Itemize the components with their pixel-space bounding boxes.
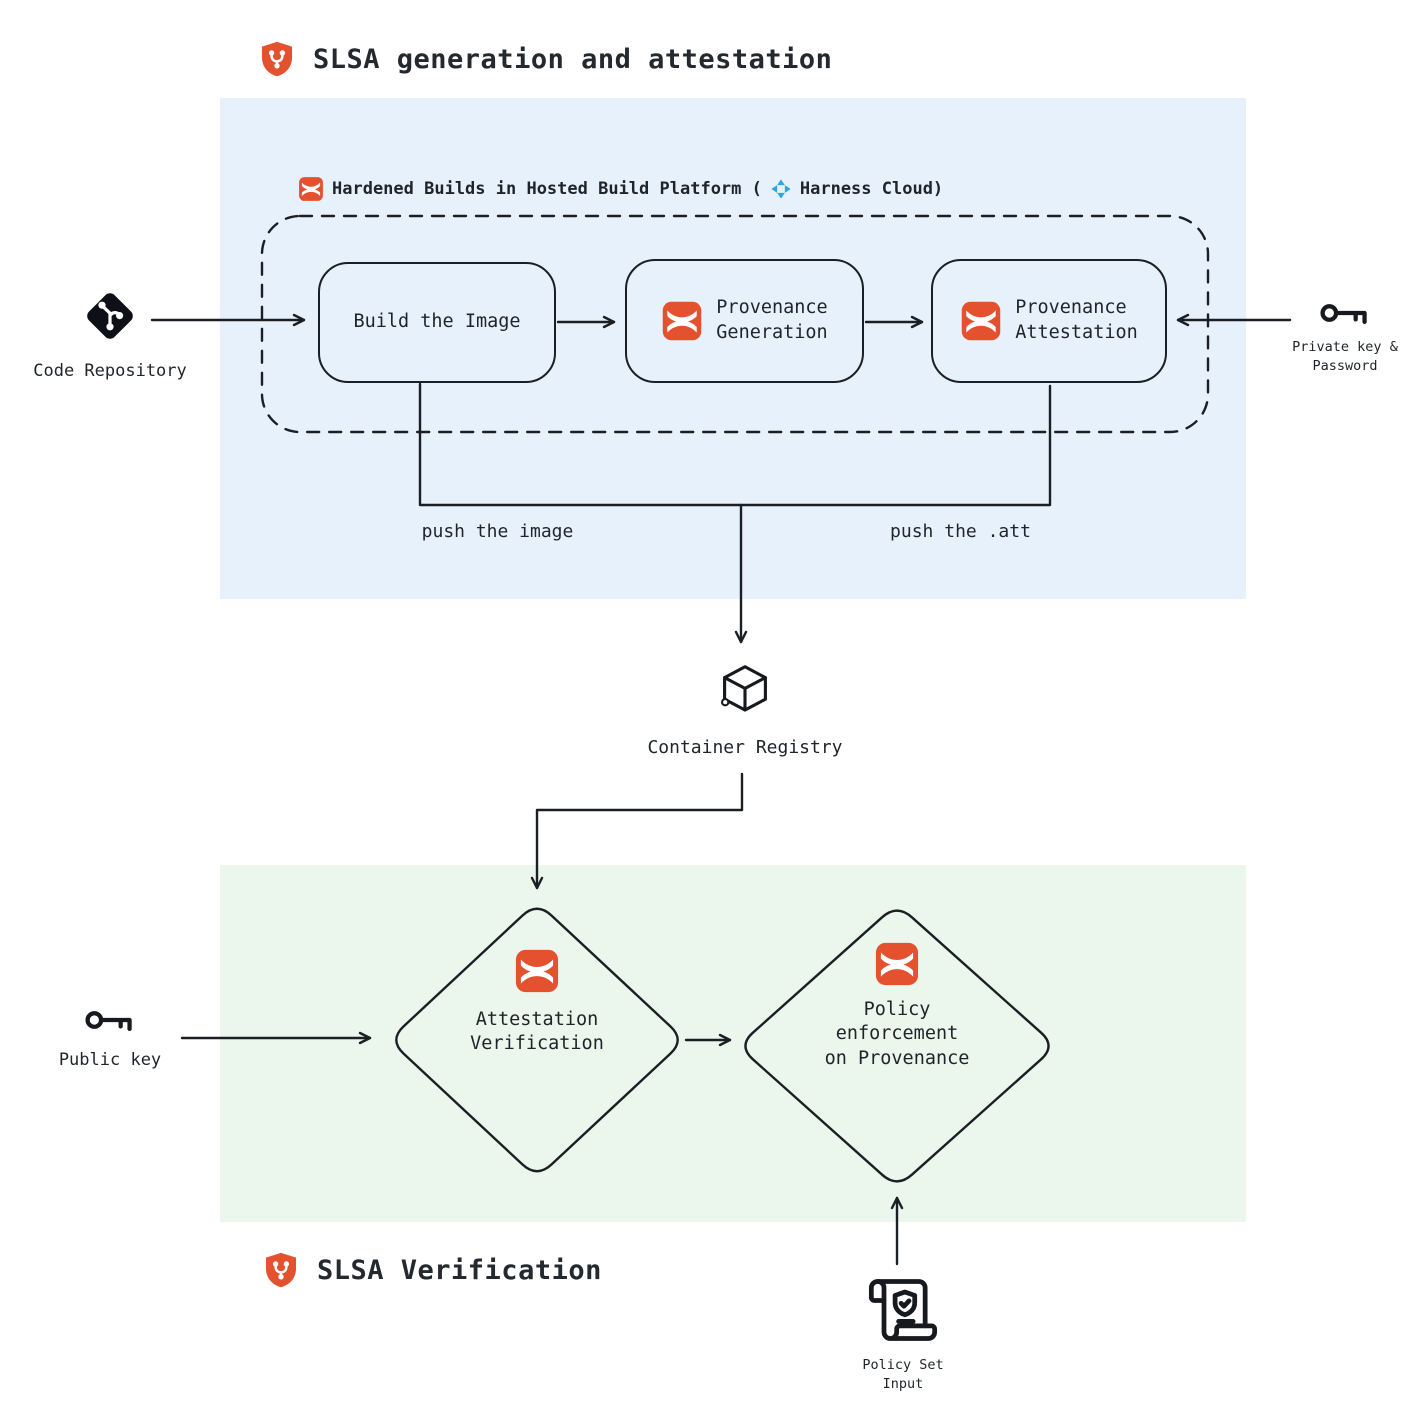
build-tool-icon (514, 948, 560, 994)
policy-scroll-icon (865, 1272, 941, 1348)
container-registry-label: Container Registry (647, 737, 843, 758)
verification-title: SLSA Verification (317, 1254, 602, 1286)
platform-label: Hardened Builds in Hosted Build Platform… (298, 176, 943, 202)
policy-set-input-label: Policy Set Input (862, 1357, 944, 1392)
generation-header: SLSA generation and attestation (258, 40, 832, 78)
code-repository: Code Repository (20, 284, 200, 384)
slsa-shield-icon (262, 1251, 300, 1289)
container-cube-icon (716, 662, 774, 722)
node-policy-enforcement: Policy enforcement on Provenance (797, 941, 997, 1071)
container-registry: Container Registry (620, 662, 870, 760)
private-key: Private key & Password (1272, 297, 1418, 376)
node-build-image: Build the Image (318, 262, 556, 383)
node-attestation-verification-label: Attestation Verification (470, 1009, 604, 1055)
key-icon (83, 1004, 137, 1036)
generation-title: SLSA generation and attestation (313, 43, 833, 75)
node-build-image-label: Build the Image (353, 311, 521, 333)
code-repository-label: Code Repository (33, 361, 187, 381)
build-tool-icon (874, 941, 920, 987)
policy-set-input: Policy Set Input (828, 1272, 978, 1394)
edge-label-push-image: push the image (421, 521, 574, 542)
edge-label-push-att: push the .att (890, 521, 1031, 542)
node-attestation-verification: Attestation Verification (437, 948, 637, 1057)
key-icon (1318, 297, 1372, 329)
node-provenance-generation-label: Provenance Generation (716, 297, 828, 343)
public-key-label: Public key (58, 1050, 162, 1070)
slsa-shield-icon (258, 40, 296, 78)
public-key: Public key (30, 1004, 190, 1073)
platform-label-text: Hardened Builds in Hosted Build Platform… (332, 179, 762, 199)
build-tool-icon (661, 300, 703, 342)
node-provenance-attestation-label: Provenance Attestation (1015, 297, 1138, 343)
verification-header: SLSA Verification (262, 1251, 602, 1289)
node-provenance-attestation: Provenance Attestation (931, 259, 1167, 383)
git-repository-icon (78, 284, 142, 348)
platform-label-cloud: Harness Cloud) (799, 179, 944, 199)
build-tool-icon (298, 176, 324, 202)
node-policy-enforcement-label: Policy enforcement on Provenance (824, 999, 970, 1069)
node-provenance-generation: Provenance Generation (625, 259, 864, 383)
build-tool-icon (960, 300, 1002, 342)
harness-cloud-icon (770, 178, 792, 200)
private-key-label: Private key & Password (1292, 339, 1398, 374)
verification-panel (220, 865, 1246, 1222)
